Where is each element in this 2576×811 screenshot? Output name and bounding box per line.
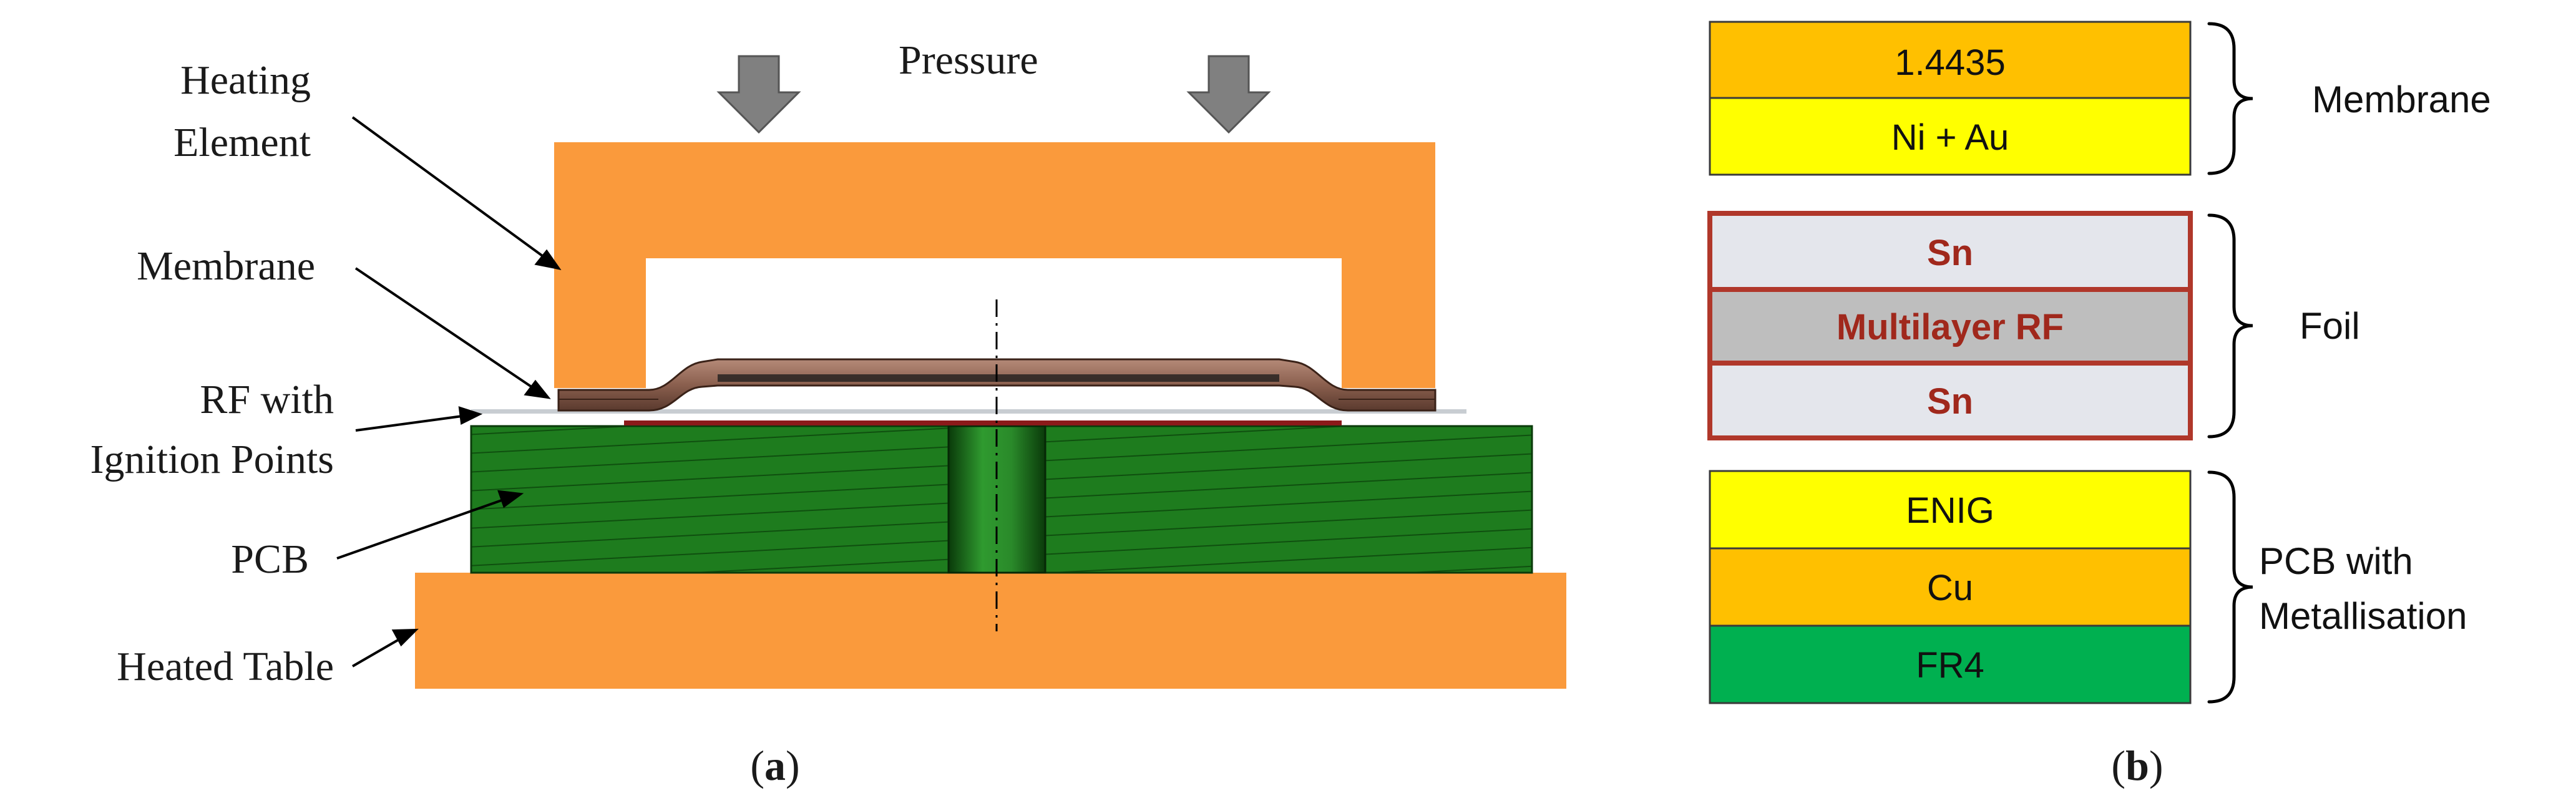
caption-a: (a) [750, 742, 799, 789]
label-rf-line2: Ignition Points [90, 437, 334, 482]
label-rf-line1: RF with [200, 377, 334, 422]
pressure-label: Pressure [899, 37, 1038, 83]
layer-fr4-label: FR4 [1916, 645, 1984, 686]
layer-sn-bottom-label: Sn [1927, 381, 1973, 422]
membrane-profile [557, 358, 1437, 412]
group-label-pcb-line1: PCB with [2259, 540, 2413, 582]
layer-multilayer-rf [1707, 287, 2193, 366]
layer-fr4 [1709, 624, 2192, 704]
label-membrane: Membrane [137, 243, 315, 289]
layer-ni-au [1709, 97, 2192, 176]
label-heating-element-line1: Heating [180, 57, 311, 103]
label-heated-table: Heated Table [117, 644, 334, 689]
heating-element [554, 142, 1435, 388]
layer-enig-label: ENIG [1906, 490, 1994, 531]
membrane-inner-dark [718, 374, 1279, 382]
group-label-pcb-line2: Metallisation [2259, 595, 2467, 637]
layer-sn-top [1707, 211, 2193, 292]
brace-foil [2207, 213, 2253, 439]
pressure-arrow-right [1186, 55, 1271, 134]
layer-sn-bottom [1707, 361, 2193, 440]
layer-cu-label: Cu [1927, 568, 1973, 608]
panel-b-layer-stack: 1.4435 Ni + Au Sn Multilayer RF Sn ENIG … [1707, 21, 2491, 789]
panel-a-cross-section: Pressure Heating Element Membrane RF wit… [90, 37, 1566, 789]
heated-table [415, 573, 1566, 689]
label-heating-element-line2: Element [173, 120, 311, 165]
layer-sn-top-label: Sn [1927, 233, 1973, 273]
pressure-arrow-left [716, 55, 801, 134]
label-pcb: PCB [231, 537, 309, 582]
brace-membrane [2207, 22, 2253, 175]
layer-1-4435 [1709, 21, 2192, 99]
layer-1-4435-label: 1.4435 [1895, 42, 2005, 83]
layer-multilayer-rf-label: Multilayer RF [1837, 307, 2064, 347]
brace-pcb [2207, 470, 2253, 704]
group-label-membrane: Membrane [2312, 79, 2491, 120]
layer-ni-au-label: Ni + Au [1891, 117, 2009, 158]
group-label-foil: Foil [2300, 305, 2360, 347]
caption-b: (b) [2111, 742, 2163, 789]
braces [2207, 22, 2253, 704]
leader-arrows [336, 116, 562, 668]
layer-enig [1709, 470, 2192, 550]
rf-foil [471, 409, 1466, 414]
